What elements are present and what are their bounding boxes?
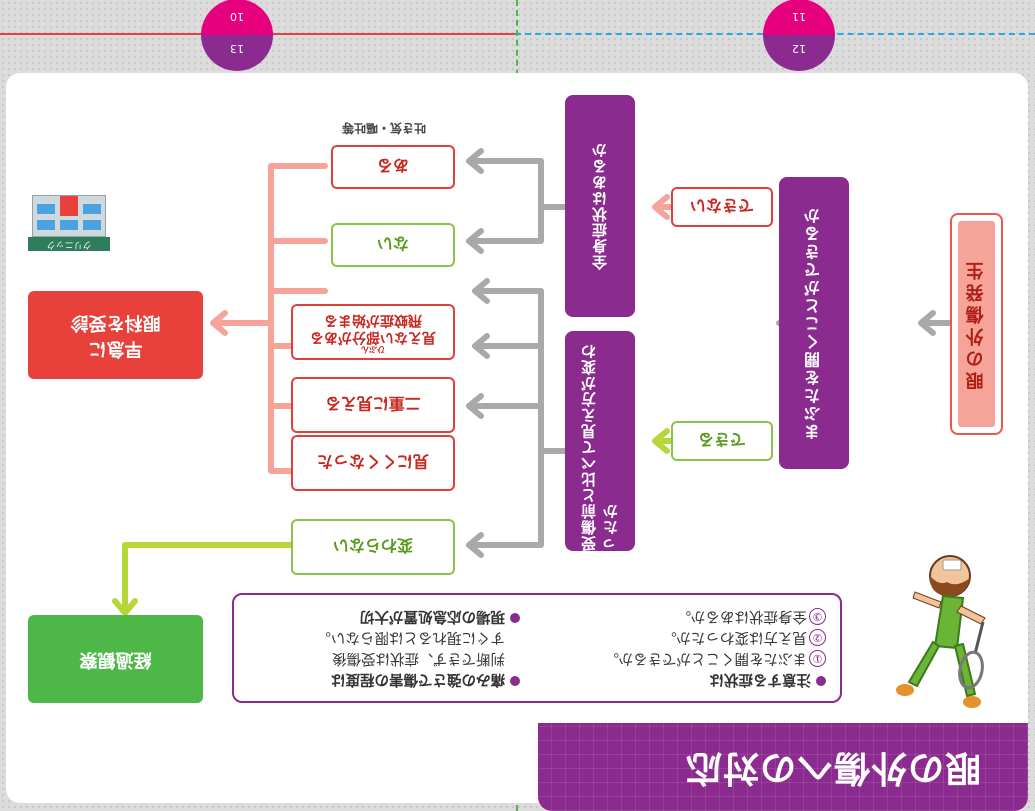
answer-visual-field: ひぶん 見えない部分がある 飛蚊症が始まる	[291, 304, 455, 360]
outcome-observe-text: 経過観察	[79, 649, 152, 670]
arrowhead-cannot-q3	[652, 194, 670, 220]
outcome-visit-line2: 眼科を受診	[70, 312, 161, 333]
answer-present: ある	[331, 145, 455, 189]
question-open-eyelid: まぶたを開くことができるか	[779, 177, 849, 469]
athlete-shoe-right	[896, 684, 914, 696]
clinic-building	[32, 195, 106, 237]
athlete-shoe-left	[963, 696, 981, 708]
clinic-window	[83, 220, 101, 230]
arrowhead-can-q2	[652, 428, 670, 454]
arrowhead-to-observe	[112, 598, 138, 616]
arrowhead-q3-none	[466, 228, 484, 254]
arrow-to-observe	[122, 542, 293, 614]
question-vision-change: 受傷前と比べて見え方が変わったか	[565, 331, 635, 551]
clinic-sign: クリニック	[28, 237, 110, 251]
outcome-visit-line1: 早急に	[88, 338, 143, 359]
clinic-window	[60, 220, 78, 230]
answer-none: ない	[331, 223, 455, 267]
arrow-q2-branch	[466, 288, 568, 548]
question-systemic-symptoms: 全身症状はあるか	[565, 95, 635, 317]
answer-visual-field-line2: 飛蚊症が始まる	[324, 312, 422, 328]
arrowhead-q2-double	[472, 333, 490, 359]
arrowhead-q3-present	[466, 148, 484, 174]
answer-double-vision: 二重に見える	[291, 377, 455, 433]
athlete-arm-2	[912, 591, 942, 609]
clinic-window	[83, 204, 101, 214]
start-box: 眼の外傷発生	[950, 213, 1003, 435]
racket-head	[958, 650, 984, 690]
answer-visual-field-line1: 見えない部分がある	[310, 329, 436, 345]
clinic-sign-text: クリニック	[46, 239, 92, 249]
arrowhead-q2-blurry	[466, 393, 484, 419]
arrowhead-q2-field	[472, 278, 490, 304]
clinic-icon: クリニック	[28, 193, 110, 251]
athlete-leg-left	[953, 642, 977, 698]
clinic-window	[37, 204, 55, 214]
answer-visual-field-ruby: ひぶん	[361, 345, 385, 354]
arrow-q3-branch	[466, 158, 568, 244]
athlete-bandage	[942, 559, 962, 571]
athlete-hair	[929, 576, 970, 597]
answer-blurry: 見にくくなった	[291, 435, 455, 491]
arrowhead-to-visit	[210, 310, 228, 336]
answer-cannot: できない	[671, 187, 773, 227]
answer-can: できる	[671, 421, 773, 461]
outcome-visit: 早急に 眼科を受診	[28, 291, 203, 379]
outcome-observe: 経過観察	[28, 615, 203, 703]
start-label: 眼の外傷発生	[958, 221, 995, 427]
athlete-illustration	[896, 555, 986, 708]
arrowhead-q2-unchanged	[466, 532, 484, 558]
arrowhead-start-q1	[918, 310, 936, 336]
answer-unchanged: 変わらない	[291, 519, 455, 575]
clinic-window	[37, 220, 55, 230]
systemic-note: 吐き気・嘔吐等	[342, 121, 427, 135]
athlete-leg-right	[907, 640, 941, 688]
racket-handle	[973, 621, 985, 655]
clinic-door	[60, 196, 78, 216]
